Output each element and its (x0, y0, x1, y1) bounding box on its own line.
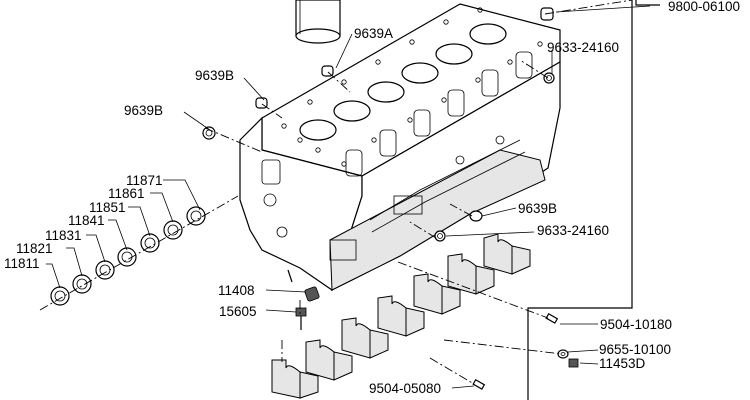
cam-bushings (50, 206, 206, 306)
pin-9504-05080 (472, 378, 486, 390)
label-11821: 11821 (16, 241, 53, 256)
bearing-cap (447, 253, 495, 295)
label-15605: 15605 (219, 304, 257, 319)
label-9633-24160-top: 9633-24160 (547, 40, 619, 55)
label-11831: 11831 (45, 228, 82, 243)
oil-filter (295, 0, 341, 44)
bearing-cap (483, 233, 531, 275)
center-lines (39, 0, 633, 385)
label-11851: 11851 (89, 200, 126, 215)
label-11841: 11841 (68, 213, 105, 228)
bolt-15605 (295, 307, 307, 330)
label-9800-06100: 9800-06100 (668, 0, 740, 14)
label-9639A: 9639A (354, 26, 393, 41)
bearing-cap (341, 317, 389, 359)
main-bearing-caps (271, 233, 531, 399)
label-9655-10100: 9655-10100 (599, 342, 671, 357)
label-9639B-left: 9639B (124, 103, 163, 118)
label-9639B-mid: 9639B (518, 201, 557, 216)
bearing-cap (413, 273, 461, 315)
label-11408: 11408 (218, 283, 255, 298)
label-9639B-top: 9639B (195, 68, 234, 83)
bushing-11831 (95, 260, 115, 280)
label-11811: 11811 (4, 256, 40, 271)
label-9504-10180: 9504-10180 (600, 317, 672, 332)
washer-9655-10100 (557, 349, 569, 359)
bracket-lines (527, 0, 660, 400)
deck-holes (281, 7, 543, 167)
bushing-11871 (186, 206, 206, 226)
label-9633-24160-mid: 9633-24160 (537, 223, 609, 238)
pin-9504-10180 (545, 312, 559, 324)
label-11861: 11861 (108, 186, 145, 201)
leader-lines (46, 5, 651, 389)
label-11871: 11871 (126, 173, 163, 188)
bushing-11841 (117, 247, 137, 267)
label-9504-05080: 9504-05080 (369, 381, 441, 396)
bolt-11453D (568, 358, 579, 368)
ring-9633-24160-mid (434, 230, 446, 242)
bushing-11811 (50, 286, 70, 306)
cylinder-block (239, 3, 561, 292)
bushing-11821 (72, 274, 92, 294)
bearing-cap (271, 359, 319, 399)
ring-9633-24160-top (543, 72, 555, 84)
bushing-11851 (140, 233, 160, 253)
sensor-11408 (287, 269, 320, 302)
bearing-cap (305, 339, 353, 381)
cylinder-bores (299, 23, 507, 141)
ring-9639B-left (202, 126, 216, 140)
bearing-cap (377, 295, 425, 337)
part-labels: 9800-06100 9639A 9639B 9639B 9633-24160 … (4, 0, 740, 396)
label-11453D: 11453D (599, 356, 646, 371)
block-side-details (261, 51, 533, 261)
